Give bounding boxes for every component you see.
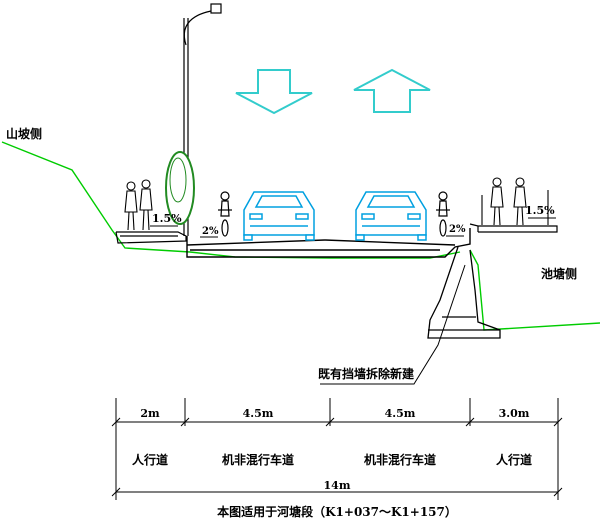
slope-left-label: 1.5% [152, 212, 182, 225]
retaining-wall [427, 246, 501, 339]
pond-side-label: 池塘侧 [541, 266, 577, 281]
tree [165, 151, 195, 225]
retaining-wall-label: 既有挡墙拆除新建 [318, 366, 415, 381]
segment-1-width: 2m [140, 407, 160, 420]
total-width: 14m [324, 479, 351, 492]
right-sidewalk [469, 223, 558, 233]
mountain-ground-line [1, 141, 461, 259]
segment-3-width: 4.5m [385, 407, 416, 420]
carriageway [186, 228, 471, 258]
segment-1-name: 人行道 [132, 452, 168, 467]
car-right [355, 191, 427, 241]
downward-direction-arrow [235, 69, 313, 115]
pedestrians-right [481, 177, 549, 226]
dimension-lines [111, 398, 563, 500]
pond-ground-line [469, 249, 600, 331]
caption: 本图适用于河塘段（K1+037～K1+157） [217, 504, 457, 519]
segment-2-width: 4.5m [243, 407, 274, 420]
car-left [243, 191, 315, 241]
slope-right-label: 1.5% [525, 204, 555, 217]
segment-2-name: 机非混行车道 [222, 452, 294, 467]
mountain-side-label: 山坡侧 [6, 126, 42, 141]
segment-3-name: 机非混行车道 [364, 452, 436, 467]
slope-right-lane-label: 2% [449, 224, 466, 235]
segment-4-name: 人行道 [496, 452, 532, 467]
slope-left-lane-label: 2% [202, 226, 219, 237]
cyclist-right [436, 191, 450, 237]
pedestrians-left [124, 179, 153, 231]
left-sidewalk [115, 231, 187, 244]
slope-arrows [150, 217, 556, 238]
segment-4-width: 3.0m [499, 407, 530, 420]
cyclist-left [218, 191, 232, 237]
retaining-wall-leader [320, 264, 466, 385]
upward-direction-arrow [353, 68, 431, 113]
